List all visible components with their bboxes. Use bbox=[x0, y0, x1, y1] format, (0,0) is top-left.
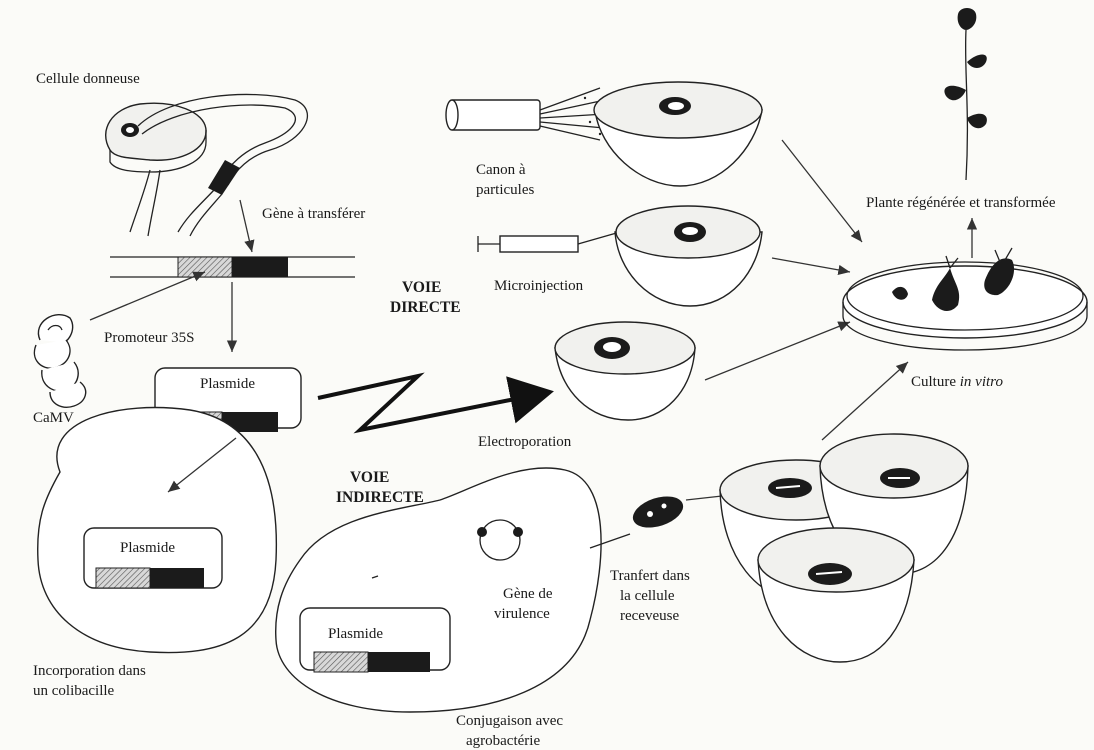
camv-virus-drawing bbox=[34, 315, 85, 408]
label-particle-gun-1: Canon à bbox=[476, 162, 526, 178]
label-promoter: Promoteur 35S bbox=[104, 330, 194, 346]
label-donor-cell: Cellule donneuse bbox=[36, 71, 140, 87]
receiver-cell-cluster bbox=[720, 434, 968, 662]
label-conjugation-2: agrobactérie bbox=[466, 733, 540, 749]
label-direct-route-1: VOIE bbox=[402, 279, 441, 296]
label-electroporation: Electroporation bbox=[478, 434, 572, 450]
label-transfer-2: la cellule bbox=[620, 588, 675, 604]
label-regenerated-plant: Plante régénérée et transformée bbox=[866, 195, 1056, 211]
label-culture: Culture in vitro bbox=[911, 374, 1003, 390]
label-incorporation-1: Incorporation dans bbox=[33, 663, 146, 679]
protoplast-3 bbox=[555, 322, 695, 420]
label-transfer-1: Tranfert dans bbox=[610, 568, 690, 584]
label-virulence-1: Gène de bbox=[503, 586, 553, 602]
label-virulence-2: virulence bbox=[494, 606, 550, 622]
label-plasmid-3: Plasmide bbox=[328, 626, 383, 642]
petri-dish-culture bbox=[843, 248, 1087, 350]
dna-strand bbox=[110, 257, 355, 277]
label-direct-route-2: DIRECTE bbox=[390, 299, 461, 316]
label-transfer-3: receveuse bbox=[620, 608, 679, 624]
agrobacterium-small bbox=[629, 491, 687, 534]
label-plasmid-1: Plasmide bbox=[200, 376, 255, 392]
microinjection-syringe bbox=[478, 232, 620, 252]
label-conjugation-1: Conjugaison avec bbox=[456, 713, 563, 729]
label-gene-to-transfer: Gène à transférer bbox=[262, 206, 365, 222]
particle-gun bbox=[446, 88, 605, 140]
label-particle-gun-2: particules bbox=[476, 182, 534, 198]
label-camv: CaMV bbox=[33, 410, 74, 426]
label-indirect-route-2: INDIRECTE bbox=[336, 489, 424, 506]
protoplast-1 bbox=[594, 82, 762, 186]
label-microinjection: Microinjection bbox=[494, 278, 584, 294]
protoplast-2 bbox=[615, 206, 762, 306]
plasmid-2 bbox=[84, 528, 222, 588]
label-indirect-route-1: VOIE bbox=[350, 469, 389, 486]
label-plasmid-2: Plasmide bbox=[120, 540, 175, 556]
label-incorporation-2: un colibacille bbox=[33, 683, 115, 699]
rose-plant bbox=[944, 8, 986, 180]
